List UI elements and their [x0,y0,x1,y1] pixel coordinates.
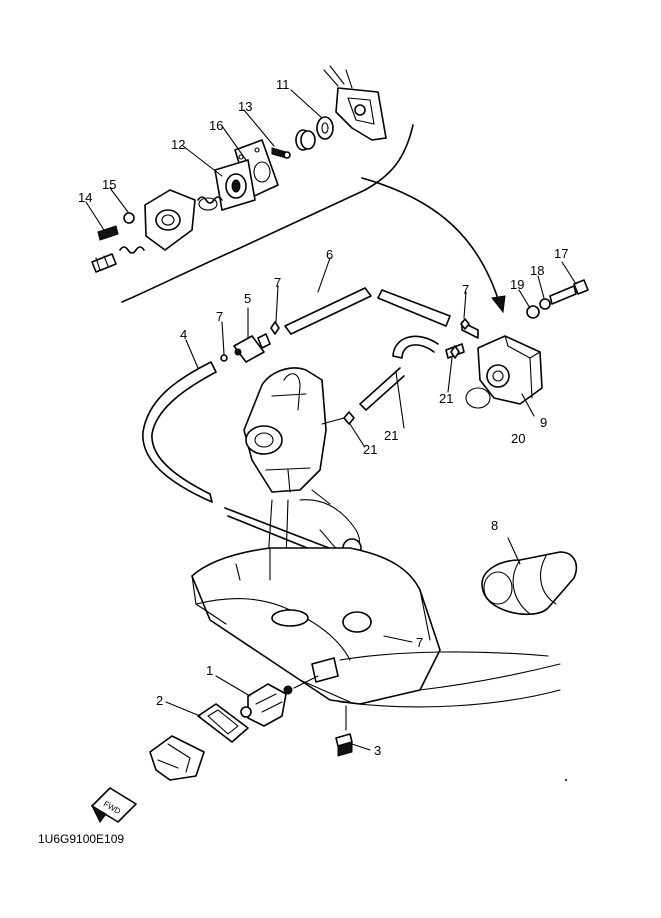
callout-6: 6 [326,247,333,262]
fuel-filter-5 [233,333,271,363]
reference-arrow-line [361,177,501,306]
fuel-hose-6b [377,289,451,327]
callout-18: 19 [510,277,524,292]
callout-19: 20 [511,431,525,446]
callout-15: 16 [209,118,223,133]
clip-7a [220,354,228,362]
fuel-pump-part [445,321,543,405]
callout-17: 18 [530,263,544,278]
filter-element-8 [481,551,578,616]
callout-9: 9 [540,415,547,430]
fuel-hose-20-upper [392,335,439,359]
callout-21b: 21 [439,391,453,406]
joint-21b [450,345,460,359]
clip-7c [460,318,470,330]
callout-20: 21 [384,428,398,443]
inset-border-line [121,124,414,303]
carburetor-part [243,367,362,561]
callout-13: 14 [78,190,92,205]
callout-8: 8 [491,518,498,533]
callout-4: 4 [180,327,187,342]
callout-7b: 7 [216,309,223,324]
gasket-2 [197,703,249,743]
callout-7a: 7 [274,275,281,290]
diaphragm-part [214,159,256,211]
callout-14: 15 [102,177,116,192]
joint-21a [343,411,355,425]
o-ring-19 [465,387,491,409]
diagram-id: 1U6G9100E109 [38,832,124,846]
joint-housing [149,735,205,781]
callout-11: 12 [171,137,185,152]
fuel-hose-20 [359,367,405,411]
callout-16: 17 [554,246,568,261]
screw-13 [97,225,119,241]
leader-1-axis [293,675,319,689]
valve-fitting-part [91,253,117,273]
bolt-16 [549,279,589,305]
callout-1: 1 [206,663,213,678]
callout-7c: 7 [462,282,469,297]
pump-body-part [144,189,196,251]
speck [565,779,567,781]
fuel-hose-4 [142,361,217,503]
bottom-cowling-part [191,547,561,708]
spring-lower-part [119,246,145,254]
callout-12: 13 [238,99,252,114]
callout-3: 3 [374,743,381,758]
washer-17 [539,298,551,310]
leader-lines [85,89,577,751]
fuel-hose-6 [284,287,372,335]
reference-arrow-head [491,295,506,314]
callout-labels: 11 13 16 12 15 14 6 7 5 7 4 7 17 18 19 2… [78,77,568,758]
callout-2: 2 [156,693,163,708]
clip-7b [270,321,280,335]
screw-12 [271,147,291,159]
spring-part [197,196,223,204]
nut-18 [526,305,540,319]
callout-21: 21 [363,442,377,457]
callout-10: 11 [276,77,290,92]
fwd-direction-marker [90,787,137,823]
washer-14 [123,212,135,224]
callout-7d: 7 [416,635,423,650]
valve-part [316,116,334,140]
drain-screw-3 [335,733,353,757]
leader-21a [321,417,345,425]
callout-5: 5 [244,291,251,306]
pump-cover-part [323,65,387,141]
fuel-joint-1 [240,683,293,727]
